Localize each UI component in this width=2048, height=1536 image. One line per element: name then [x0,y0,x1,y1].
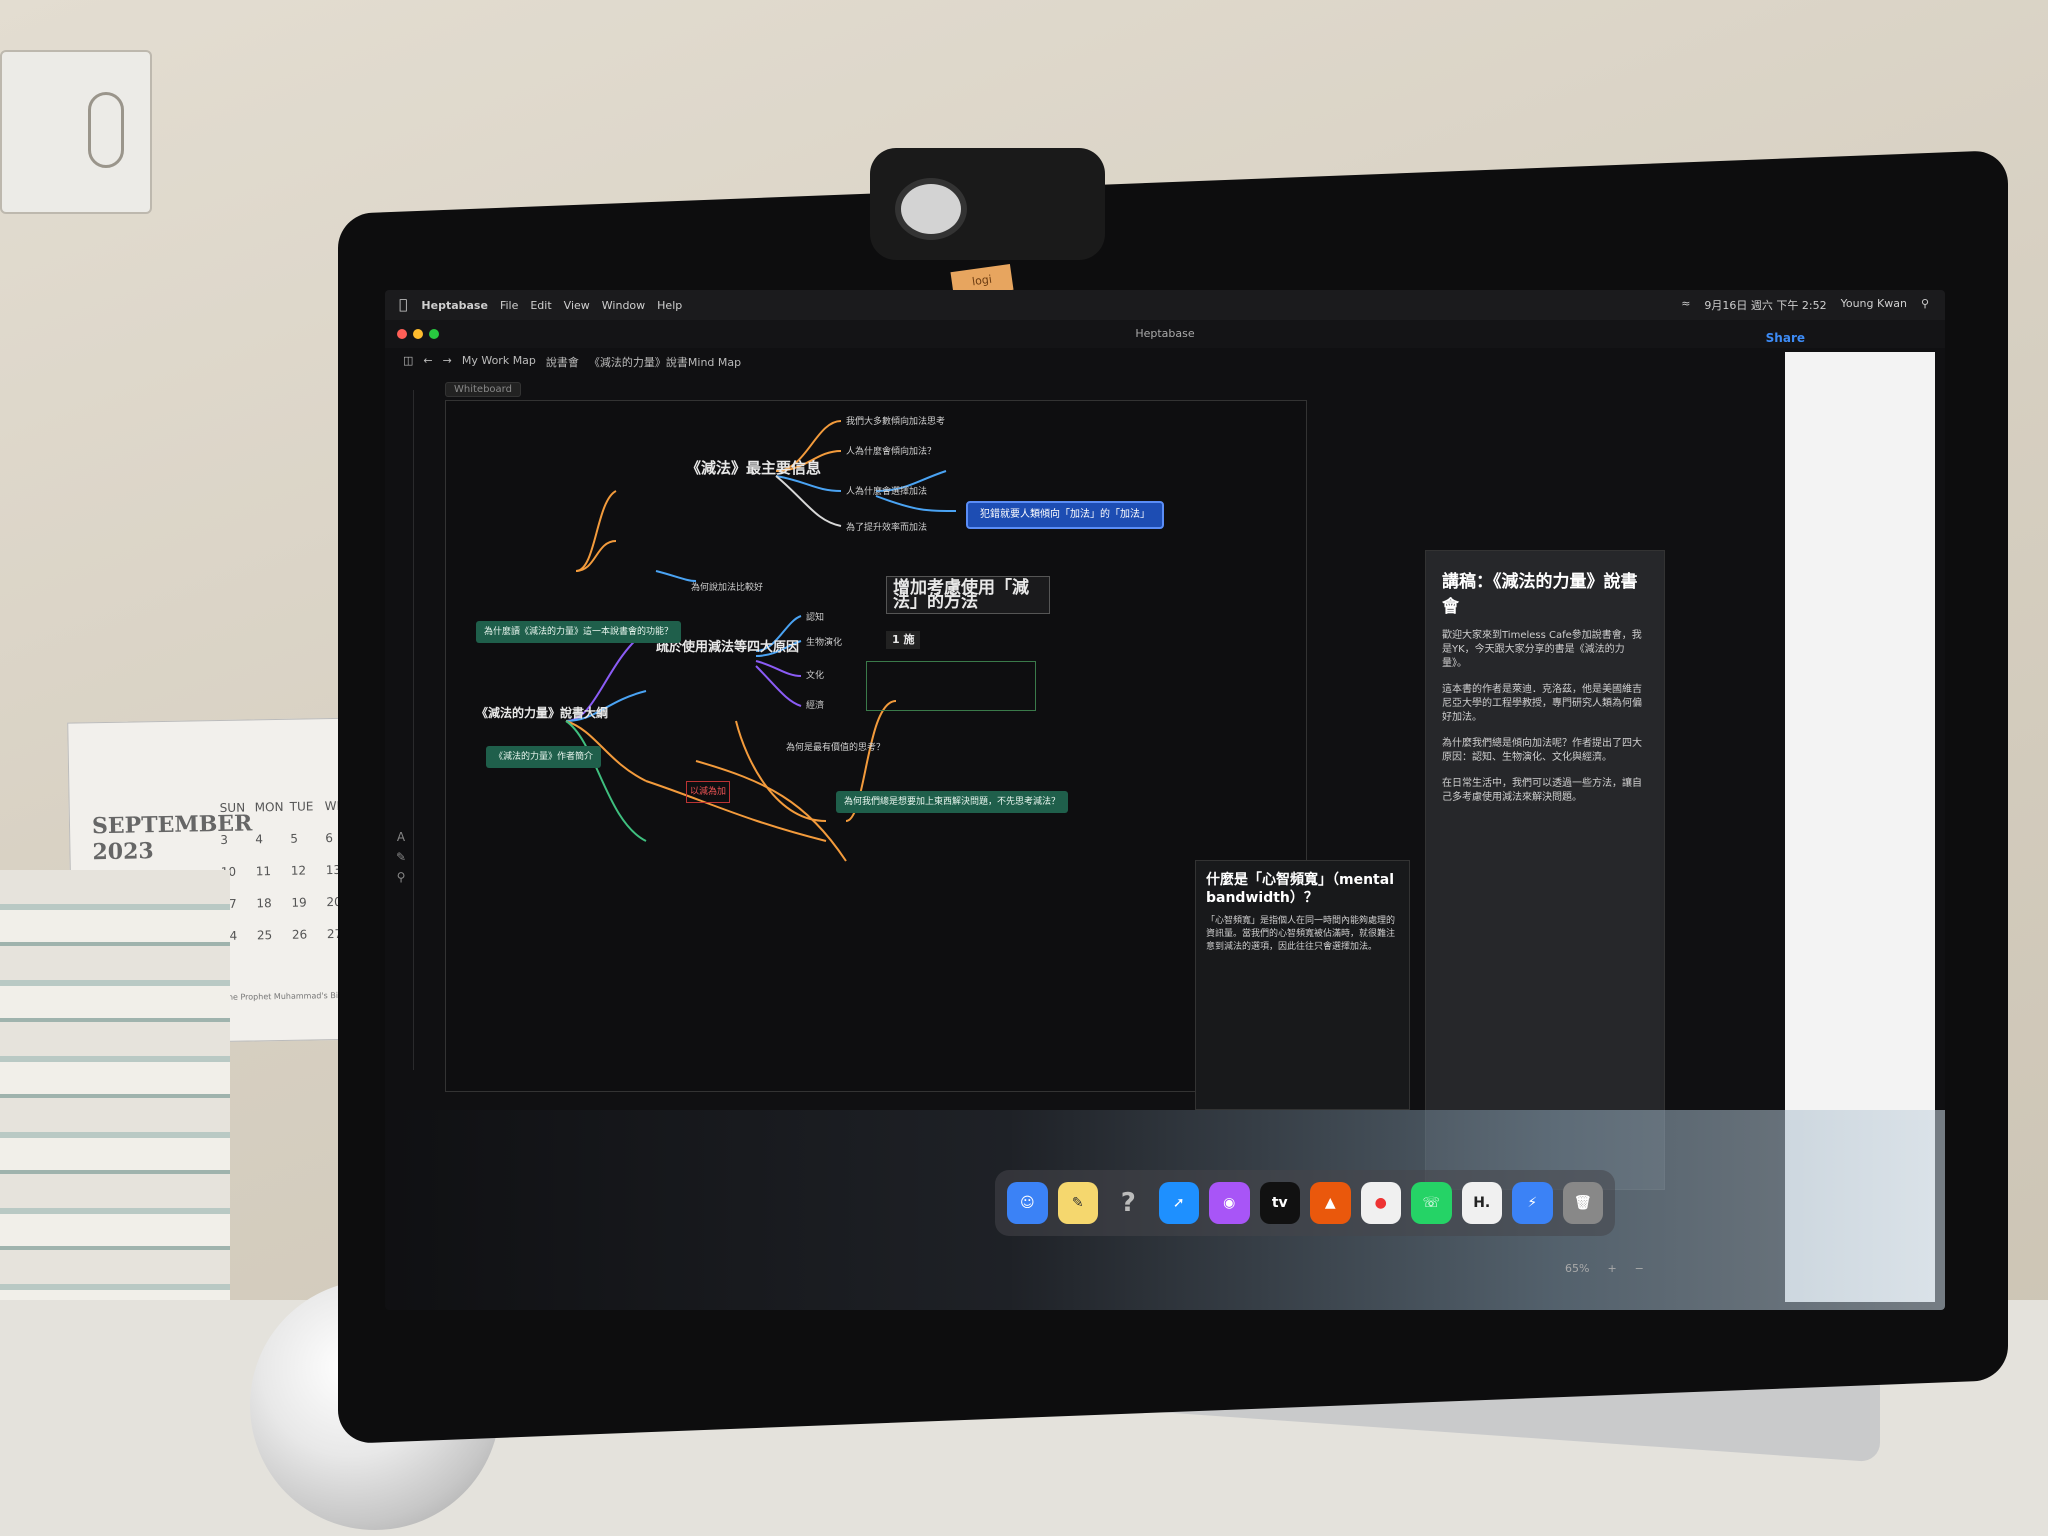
breadcrumb: ◫ ← → My Work Map 說書會 《減法的力量》說書Mind Map [403,354,741,370]
menu-view[interactable]: View [555,298,590,312]
calendar-day: SUN [219,800,246,816]
menubar-status-area: ≈ 9月16日 週六 下午 2:52 Young Kwan ⚲ [1681,297,1929,313]
mindmap-small-label[interactable]: 為何是最有價值的思考？ [786,743,886,753]
back-arrow-icon[interactable]: ← [423,354,433,367]
canvas-zoom-controls: 65% + − [1565,1262,1644,1275]
mindmap-highlight-node[interactable]: 犯錯就要人類傾向「加法」的「加法」 [966,501,1164,529]
mindmap-green-box[interactable] [866,661,1036,711]
apple-tv-label: tv [1271,1195,1288,1211]
mindmap-node-main-info[interactable]: 《減法》最主要信息 [686,459,822,477]
pocket-icon[interactable]: ● [1360,1182,1401,1224]
calendar-date: 4 [255,832,264,847]
whiteboard-mode-pill[interactable]: Whiteboard [445,382,521,397]
mindmap-node-green-tail[interactable]: 為何我們總是想要加上東西解決問題，不先思考減法？ [836,791,1069,813]
script-card-title: 講稿：《減法的力量》說書會 [1442,572,1638,617]
heptabase-icon[interactable]: H. [1461,1182,1502,1224]
calendar-date: 18 [256,896,272,911]
messenger-icon[interactable]: ⚡ [1512,1182,1553,1224]
menu-app-name[interactable]: Heptabase [413,298,488,312]
mindmap-branch[interactable]: 我們大多數傾向加法思考 [846,417,946,427]
close-button[interactable] [397,329,407,339]
script-paragraph: 為什麼我們總是傾向加法呢？作者提出了四大原因：認知、生物演化、文化與經濟。 [1442,738,1642,763]
mindmap-node-book-author[interactable]: 《減法的力量》作者簡介 [486,746,602,768]
wifi-icon[interactable]: ≈ [1681,297,1691,310]
pen-tool-icon[interactable]: ✎ [395,850,407,864]
menu-edit[interactable]: Edit [521,298,551,312]
increase-method-count: 1 施 [886,631,921,649]
whiteboard-toolbar: A ✎ ⚲ [389,390,414,1070]
calendar-date: 12 [290,863,307,878]
share-button[interactable]: Share [1765,331,1805,345]
screen:  Heptabase File Edit View Window Help ≈… [385,290,1945,1310]
macos-menubar:  Heptabase File Edit View Window Help ≈… [385,290,1945,320]
help-icon[interactable]: ? [1120,1188,1136,1218]
window-titlebar: Heptabase Share [385,320,1945,348]
mindmap-branch[interactable]: 為了提升效率而加法 [846,523,928,533]
breadcrumb-item[interactable]: 《減法的力量》說書Mind Map [588,356,742,369]
breadcrumb-item[interactable]: 說書會 [545,356,579,369]
reason-label[interactable]: 文化 [806,671,825,681]
menu-window[interactable]: Window [593,298,645,312]
finder-icon[interactable]: ☺ [1007,1182,1048,1224]
concept-card-body: 「心智頻寬」是指個人在同一時間內能夠處理的資訊量。當我們的心智頻寬被佔滿時，就很… [1206,916,1396,952]
calendar-day: MON [254,799,284,815]
notes-icon[interactable]: ✎ [1057,1182,1098,1224]
safari-icon[interactable]: ➚ [1158,1182,1199,1224]
window-title: Heptabase [1135,327,1195,340]
mindmap-node-increase-method[interactable]: 增加考慮使用「減法」的方法 [886,576,1050,614]
webcam: logi [870,148,1105,299]
menu-help[interactable]: Help [648,298,682,312]
apple-tv-icon[interactable]: tv [1259,1182,1300,1224]
podcasts-icon[interactable]: ◉ [1209,1182,1250,1224]
script-paragraph: 這本書的作者是萊迪．克洛茲，他是美國維吉尼亞大學的工程學教授，專門研究人類為何偏… [1442,684,1642,723]
menubar-user[interactable]: Young Kwan [1840,297,1907,310]
script-paragraph: 在日常生活中，我們可以透過一些方法，讓自己多考慮使用減法來解決問題。 [1442,778,1642,803]
zoom-out-button[interactable]: − [1634,1262,1644,1275]
mindmap-red-label[interactable]: 以減為加 [686,781,731,803]
mindmap-node-why-read[interactable]: 為什麼讀《減法的力量》這一本說書會的功能？ [476,621,682,643]
zoom-button[interactable] [429,329,439,339]
calendar-date: 11 [255,864,272,879]
mindmap-node-center[interactable]: 《減法的力量》說書大綱 [476,706,609,720]
script-card[interactable]: 講稿：《減法的力量》說書會 歡迎大家來到Timeless Cafe參加說書會，我… [1425,550,1665,1190]
webcam-lens-icon [895,178,967,240]
mindmap-node-four-reasons[interactable]: 疏於使用減法等四大原因 [656,640,800,655]
mindmap-canvas[interactable]: 《減法》最主要信息 我們大多數傾向加法思考 人為什麼會傾向加法？ 人為什麼會選擇… [445,400,1307,1092]
mindmap-branch[interactable]: 人為什麼會選擇加法 [846,487,928,497]
calendar-date: 3 [220,832,229,848]
mindmap-small-label[interactable]: 為何說加法比較好 [691,583,764,593]
whatsapp-icon[interactable]: ☏ [1411,1182,1452,1224]
heptabase-label: H. [1473,1195,1491,1211]
calendar-date: 5 [290,831,299,846]
trash-icon[interactable]: 🗑 [1562,1182,1603,1224]
breadcrumb-item[interactable]: My Work Map [461,354,536,367]
concept-card-popup[interactable]: 什麼是「心智頻寬」（mental bandwidth）？ 「心智頻寬」是指個人在… [1195,860,1410,1110]
mindmap-branch[interactable]: 人為什麼會傾向加法？ [846,447,937,457]
increase-method-label: 增加考慮使用「減法」的方法 [893,578,1029,612]
menu-file[interactable]: File [491,298,518,312]
calendar-day: TUE [289,799,314,814]
calendar-date: 25 [256,928,273,943]
concept-card-title: 什麼是「心智頻寬」（mental bandwidth）？ [1206,872,1394,906]
wall-outlet [0,50,152,214]
text-tool-icon[interactable]: A [396,830,406,844]
reason-label[interactable]: 經濟 [806,701,825,711]
menubar-clock[interactable]: 9月16日 週六 下午 2:52 [1704,299,1827,312]
window-controls [397,329,439,339]
script-paragraph: 歡迎大家來到Timeless Cafe參加說書會，我是YK，今天跟大家分享的書是… [1442,630,1642,669]
search-tool-icon[interactable]: ⚲ [396,870,406,884]
apple-menu-icon[interactable]:  [399,297,407,313]
search-icon[interactable]: ⚲ [1920,297,1929,310]
forward-arrow-icon[interactable]: → [442,354,452,367]
reason-label[interactable]: 生物演化 [806,638,843,648]
zoom-level[interactable]: 65% [1565,1262,1590,1275]
brave-icon[interactable]: ▲ [1310,1182,1351,1224]
reason-label[interactable]: 認知 [806,613,825,623]
sidebar-toggle-icon[interactable]: ◫ [403,354,414,367]
macos-dock: ☺ ✎ ? ➚ ◉ tv ▲ ● ☏ H. ⚡ 🗑 [995,1170,1615,1236]
zoom-in-button[interactable]: + [1607,1262,1617,1275]
calendar-date: 19 [291,895,307,910]
calendar-date: 26 [291,927,308,942]
minimize-button[interactable] [413,329,423,339]
